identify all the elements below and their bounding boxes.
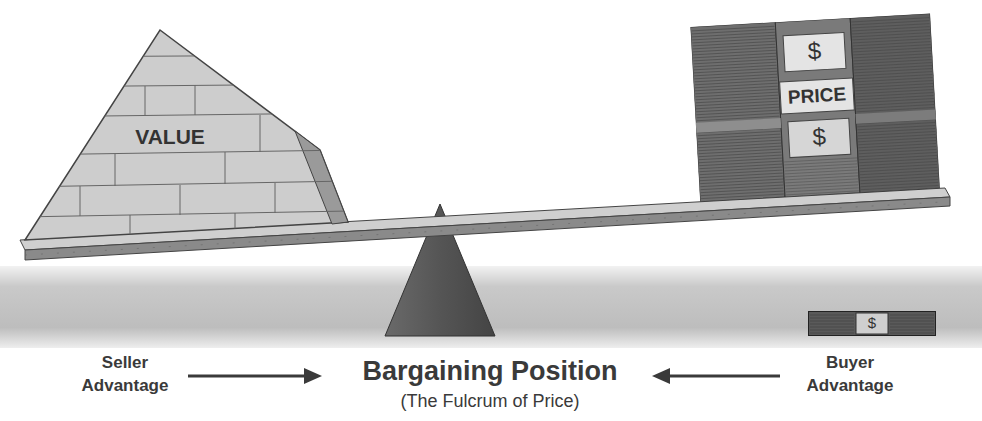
bargaining-position: Bargaining Position	[300, 355, 680, 387]
value-pyramid: VALUE	[20, 25, 355, 247]
dollar-sign: $	[783, 36, 845, 66]
buyer-arrow	[668, 375, 780, 378]
dollar-sign: $	[788, 122, 850, 152]
seller-advantage: Seller Advantage	[65, 352, 185, 398]
fulcrum-caption: (The Fulcrum of Price)	[300, 391, 680, 413]
dollar-sign: $	[856, 315, 888, 332]
seller-arrow	[188, 375, 306, 378]
seller-arrowhead	[304, 368, 322, 384]
buyer-arrowhead	[652, 368, 670, 384]
price-label: PRICE	[780, 84, 854, 109]
price-stack: $ PRICE $	[690, 14, 939, 202]
value-label: VALUE	[115, 125, 225, 148]
money-bill: $	[808, 311, 936, 336]
buyer-advantage: Buyer Advantage	[790, 352, 910, 398]
